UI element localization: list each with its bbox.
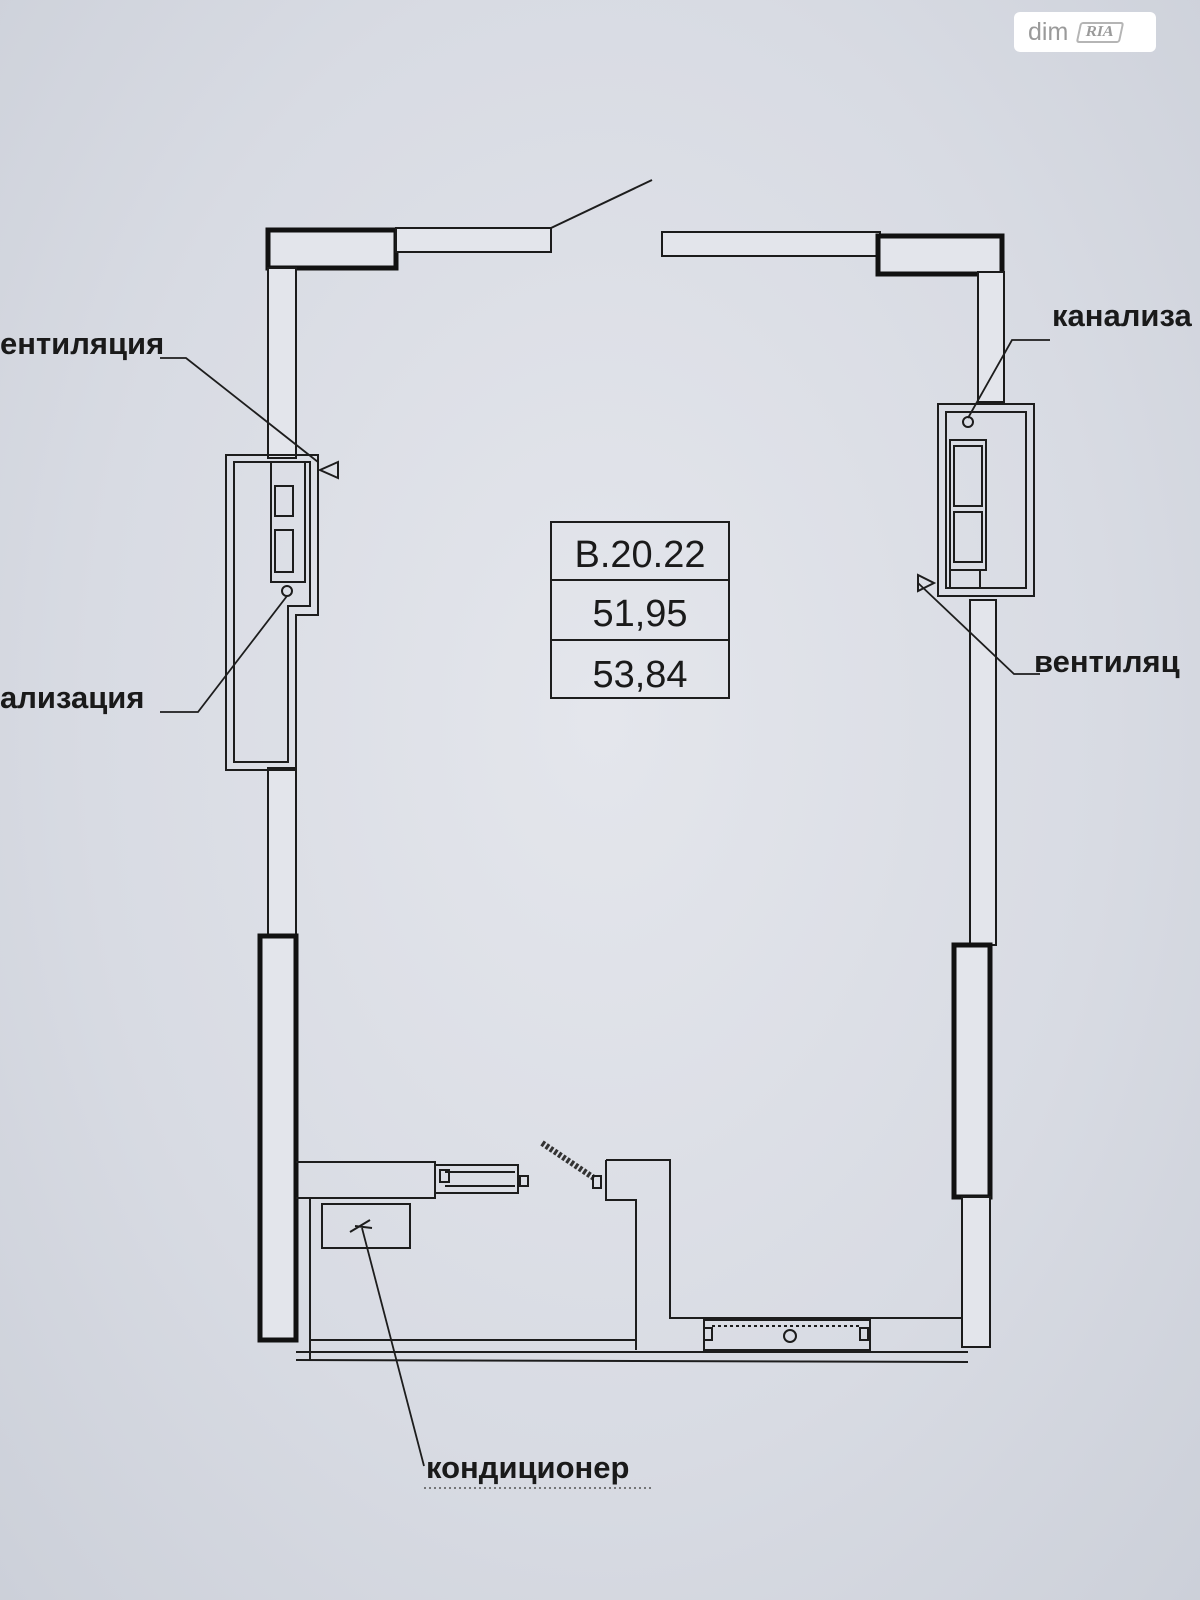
top-wall-left-block	[265, 227, 399, 271]
label-air-conditioner: кондиционер	[426, 1450, 629, 1485]
left-wall-middle	[267, 767, 297, 937]
left-utility-shaft	[225, 454, 319, 771]
label-sewage-left: ализация	[0, 680, 144, 715]
watermark-brand: dim	[1028, 17, 1069, 46]
right-vent-marker	[917, 573, 937, 593]
right-wall-upper	[977, 271, 1005, 403]
unit-area-1: 51,95	[592, 593, 687, 635]
air-conditioner-symbol	[349, 1219, 373, 1233]
leader-ventilation-right	[917, 582, 1040, 675]
top-window-right	[661, 231, 881, 257]
air-conditioner-unit	[321, 1203, 411, 1249]
entrance-door-leaf	[550, 179, 653, 229]
label-sewage-right: канализа	[1052, 298, 1192, 333]
unit-code: B.20.22	[575, 534, 706, 576]
leader-sewage-left	[160, 595, 288, 713]
unit-area-2: 53,84	[592, 654, 687, 696]
right-window	[951, 942, 993, 1200]
leader-air-conditioner	[361, 1227, 425, 1467]
right-wall-lower	[961, 1196, 991, 1348]
bathroom-block	[295, 1140, 969, 1363]
watermark-badge: RIA	[1076, 21, 1125, 43]
label-ventilation-left: ентиляция	[0, 326, 164, 361]
right-wall-middle	[969, 599, 997, 946]
watermark-logo: dim RIA	[1014, 12, 1156, 52]
label-ventilation-right: вентиляц	[1034, 644, 1180, 679]
left-wall-upper	[267, 267, 297, 459]
top-window-left	[395, 227, 552, 253]
leader-ventilation-left	[160, 357, 319, 463]
left-window	[257, 933, 299, 1343]
left-vent-marker	[317, 460, 339, 480]
leader-sewage-right	[967, 339, 1050, 419]
unit-label-box: B.20.22 51,95 53,84	[550, 521, 730, 699]
right-utility-shaft	[937, 403, 1035, 597]
top-wall-right-block	[875, 233, 1005, 277]
